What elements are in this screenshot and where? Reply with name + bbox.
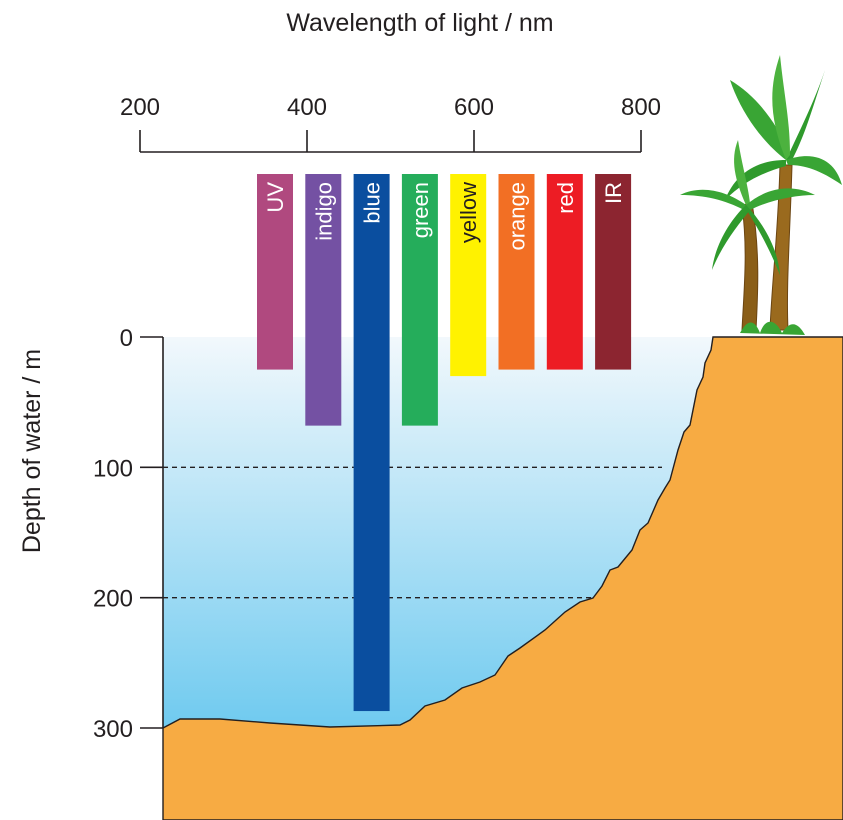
y-tick-label: 0 [120,325,133,352]
band-label: orange [505,182,530,251]
depth-reference-lines [163,466,662,599]
light-bands: UV indigo blue green yellow orange red IR [257,174,632,712]
y-tick-label: 300 [93,716,133,743]
x-tick-label: 200 [120,94,160,121]
band-uv [257,174,293,370]
y-tick-label: 200 [93,586,133,613]
band-label: blue [360,182,385,224]
palm-tree-icon [680,55,842,335]
band-blue [353,174,390,712]
x-tick-label: 600 [454,94,494,121]
band-label: red [553,182,578,214]
band-green [401,174,438,426]
wavelength-axis: 200 400 600 800 [120,94,661,153]
x-tick-label: 400 [287,94,327,121]
band-label: indigo [311,182,336,241]
band-label: green [408,182,433,238]
band-yellow [450,174,487,377]
band-red [546,174,583,370]
x-axis-title: Wavelength of light / nm [286,9,553,37]
y-tick-label: 100 [93,455,133,482]
band-orange [498,174,535,370]
band-label: yellow [456,182,481,243]
band-ir [595,174,632,370]
band-label: UV [263,182,288,213]
x-tick-label: 800 [621,94,661,121]
depth-axis: 0 100 200 300 [93,325,164,743]
band-indigo [305,174,342,426]
band-label: IR [601,182,626,204]
sea-floor-land [162,336,843,820]
y-axis-title: Depth of water / m [18,349,46,553]
